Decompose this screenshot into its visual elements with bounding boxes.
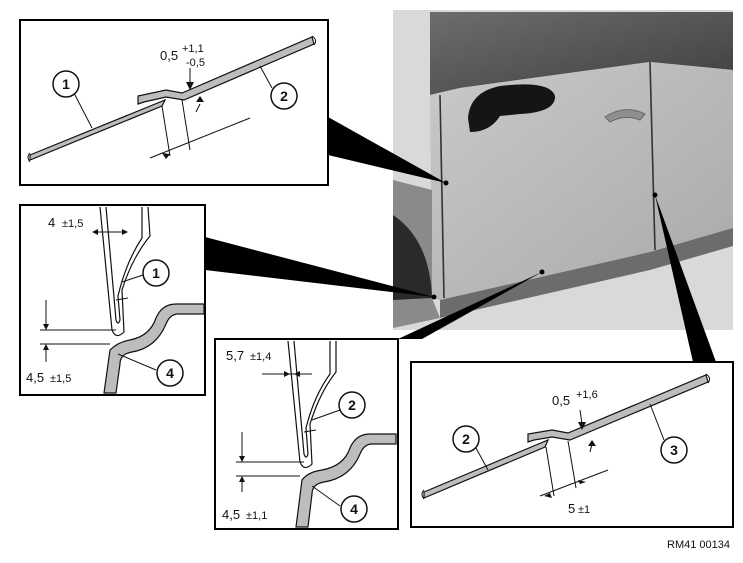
callout-circle — [270, 82, 298, 110]
tolerance-minus: -0,5 — [186, 57, 205, 69]
inset-bottom-right: 0,5 +1,6 5 ±1 2 3 — [410, 361, 734, 528]
gap-value: 5 — [568, 501, 575, 516]
callout-label: 2 — [348, 397, 356, 413]
pointer-wedges — [205, 117, 716, 362]
callout-label: 2 — [462, 431, 470, 447]
callout-circle — [142, 259, 170, 287]
gap-tol: ±1 — [578, 504, 590, 516]
callout-label: 1 — [62, 76, 70, 92]
gap-top-tol: ±1,5 — [62, 218, 83, 230]
callout-label: 2 — [280, 88, 288, 104]
callout-circle — [452, 425, 480, 453]
callout-label: 4 — [350, 501, 358, 517]
car-side-illustration — [393, 10, 733, 330]
inset-mid-center: 5,7 ±1,4 4,5 ±1,1 2 4 — [214, 338, 399, 530]
tolerance-plus: +1,6 — [576, 389, 598, 401]
callout-circle — [52, 70, 80, 98]
tolerance-main: 0,5 — [552, 393, 570, 408]
callout-label: 3 — [670, 442, 678, 458]
gap-top-value: 4 — [48, 215, 55, 230]
gap-bottom-value: 4,5 — [26, 370, 44, 385]
reference-code: RM41 00134 — [667, 539, 730, 551]
callout-circle — [340, 495, 368, 523]
tolerance-plus: +1,1 — [182, 43, 204, 55]
gap-bottom-tol: ±1,5 — [50, 373, 71, 385]
gap-bottom-tol: ±1,1 — [246, 510, 267, 522]
callout-circle — [156, 359, 184, 387]
inset-top-left: 0,5 +1,1 -0,5 1 2 — [19, 19, 329, 186]
gap-top-tol: ±1,4 — [250, 351, 271, 363]
callout-circle — [660, 436, 688, 464]
tolerance-main: 0,5 — [160, 48, 178, 63]
callout-circle — [338, 391, 366, 419]
callout-label: 1 — [152, 265, 160, 281]
gap-top-value: 5,7 — [226, 348, 244, 363]
callout-label: 4 — [166, 365, 174, 381]
gap-bottom-value: 4,5 — [222, 507, 240, 522]
inset-mid-left: 4 ±1,5 4,5 ±1,5 1 4 — [19, 204, 206, 396]
